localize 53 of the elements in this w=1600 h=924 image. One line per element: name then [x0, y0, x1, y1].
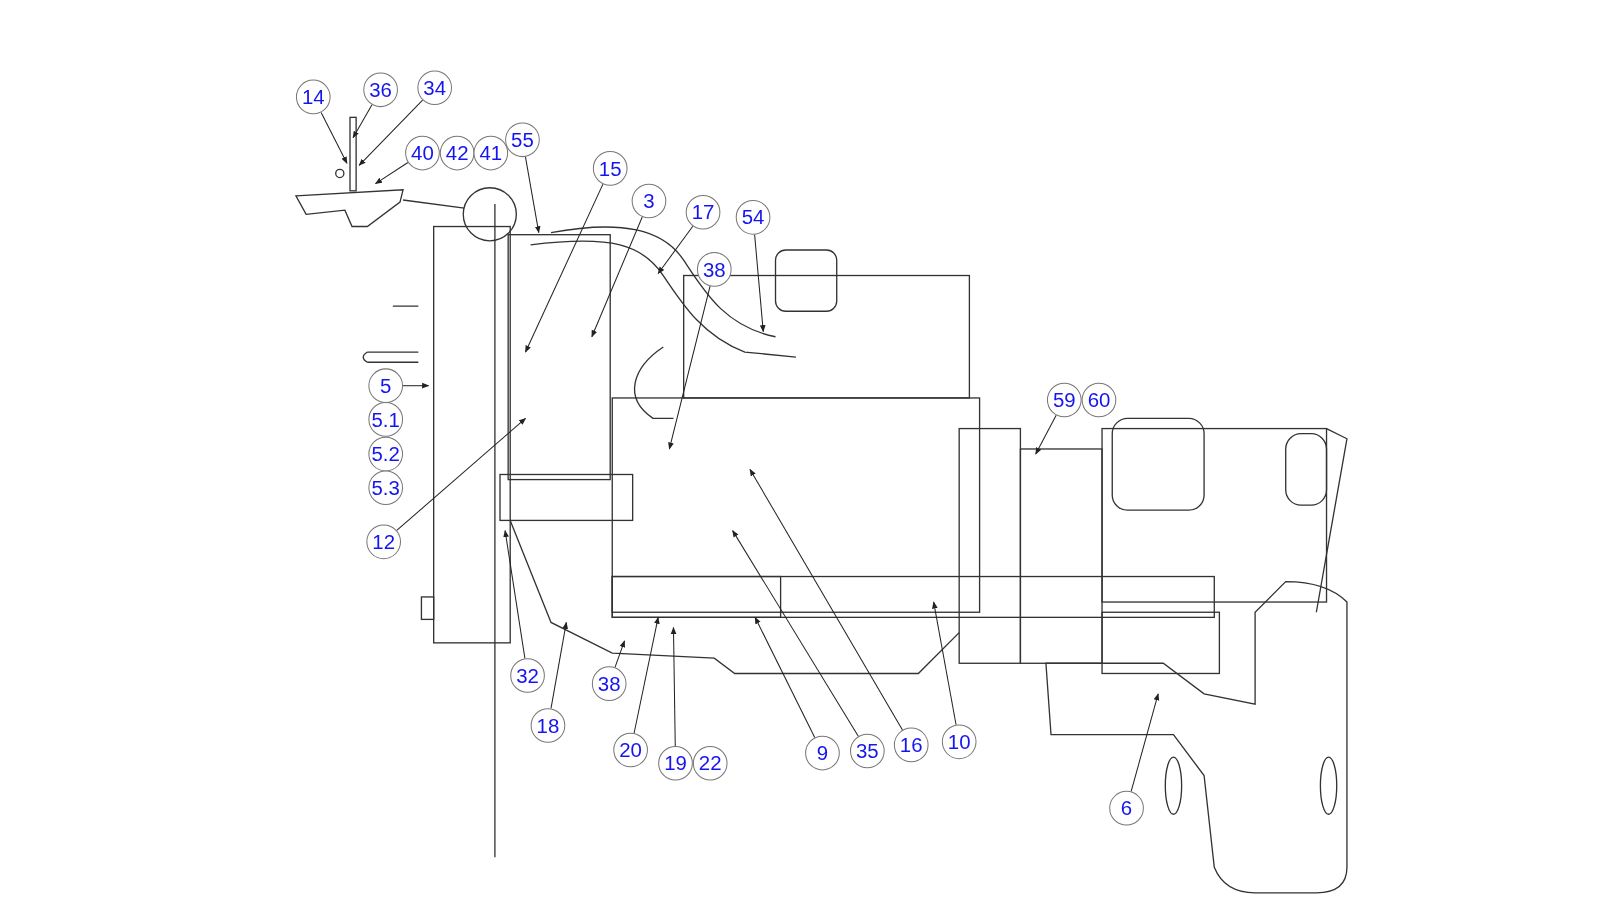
leader-line [1130, 693, 1160, 792]
leader-line [1035, 414, 1057, 455]
callout-number: 5 [368, 368, 404, 404]
leader-line [503, 529, 526, 659]
callout-number: 41 [473, 135, 509, 171]
leader-line [525, 183, 604, 353]
callout-number: 34 [417, 70, 453, 106]
leader-line [396, 417, 527, 531]
callout-number: 6 [1109, 790, 1144, 826]
leader-line [374, 162, 409, 185]
leader-line [591, 216, 643, 338]
callout-number: 38 [696, 252, 732, 287]
callout-number: 18 [530, 708, 566, 743]
leader-line [320, 111, 348, 164]
callout-number: 55 [505, 122, 540, 158]
callout-number: 36 [363, 72, 398, 108]
leader-line [670, 626, 677, 747]
leader-line [402, 382, 430, 389]
callout-number: 15 [592, 151, 628, 186]
leader-line [352, 104, 373, 139]
leader-line [732, 530, 859, 737]
callout-number: 19 [658, 745, 693, 781]
callout-number: 5.3 [368, 470, 404, 506]
leader-line [614, 640, 625, 668]
leader-line [524, 156, 541, 234]
callout-number: 12 [366, 524, 401, 560]
callout-number: 22 [692, 745, 728, 781]
callout-number: 3 [631, 183, 667, 219]
callout-number: 16 [893, 727, 929, 763]
callout-number: 5.1 [368, 402, 404, 437]
leader-line [358, 99, 424, 166]
leader-line [749, 468, 903, 731]
leader-line [668, 285, 711, 450]
callout-number: 40 [405, 135, 440, 171]
leader-line [657, 225, 694, 275]
callout-number: 54 [735, 200, 771, 235]
callout-number: 5.2 [368, 436, 404, 472]
callout-number: 10 [941, 724, 977, 760]
callout-number: 35 [850, 733, 885, 769]
callout-number: 20 [613, 732, 648, 768]
callout-number: 32 [510, 658, 545, 693]
callout-number: 60 [1081, 382, 1117, 418]
callout-number: 38 [591, 666, 627, 701]
leader-line [550, 621, 568, 709]
callout-number: 59 [1046, 382, 1082, 418]
leader-line [754, 234, 766, 333]
callout-number: 42 [439, 135, 475, 171]
leader-line [754, 616, 816, 739]
leader-line [932, 601, 957, 726]
callout-number: 14 [295, 79, 331, 115]
callout-number: 9 [805, 735, 840, 771]
callout-number: 17 [685, 194, 721, 230]
leader-line [633, 616, 660, 734]
